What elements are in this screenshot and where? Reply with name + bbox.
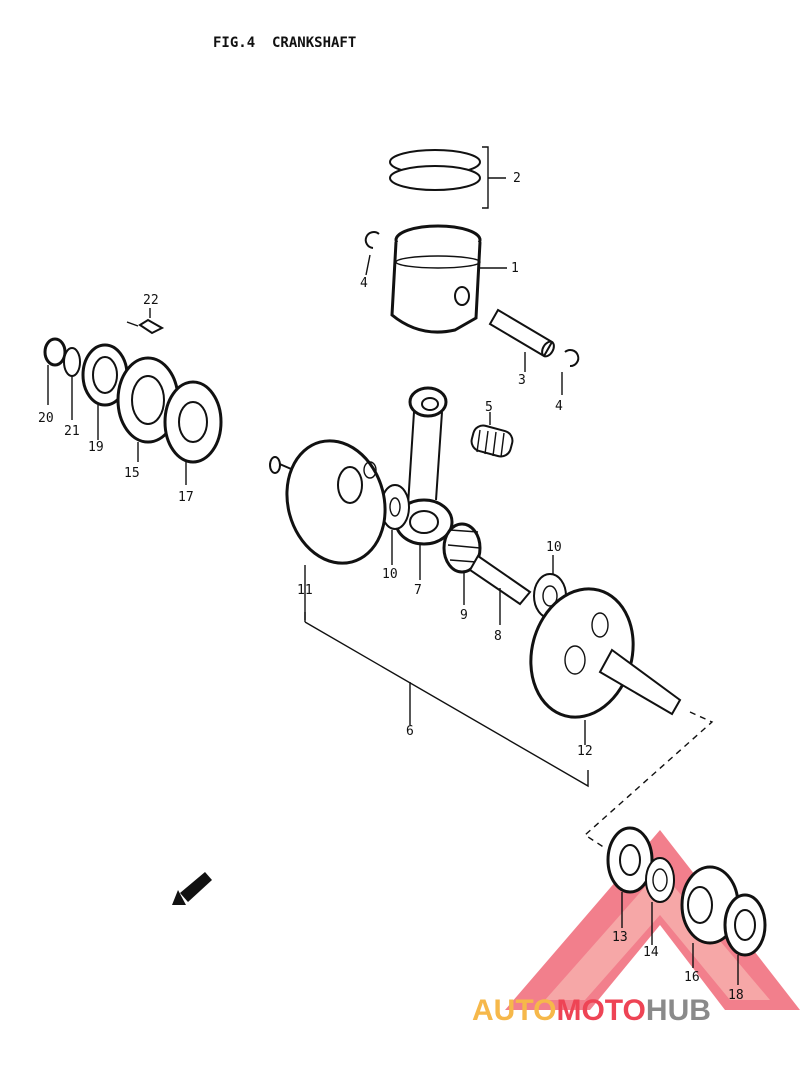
- label-5: 5: [485, 400, 493, 415]
- label-22: 22: [143, 293, 159, 308]
- label-2: 2: [513, 171, 521, 186]
- dashed-connector: [583, 711, 714, 849]
- needle-bearing: [470, 412, 514, 458]
- label-13: 13: [612, 930, 628, 945]
- crank-web-right: [529, 587, 682, 745]
- crank-web-left: [269, 439, 387, 620]
- label-17: 17: [178, 490, 194, 505]
- label-11: 11: [297, 583, 313, 598]
- circlip-left: [364, 231, 380, 249]
- crank-pin: [468, 554, 532, 625]
- figure-title: FIG.4 CRANKSHAFT: [213, 35, 356, 51]
- label-12: 12: [577, 744, 593, 759]
- label-16: 16: [684, 970, 700, 985]
- label-3: 3: [518, 373, 526, 388]
- label-18: 18: [728, 988, 744, 1003]
- thrust-washer-left: [380, 484, 410, 565]
- right-bearing-group: [606, 826, 767, 985]
- watermark-moto: MOTO: [556, 994, 645, 1027]
- circlip-right: [564, 349, 580, 368]
- left-gear-group: [43, 308, 223, 485]
- label-20: 20: [38, 411, 54, 426]
- label-19: 19: [88, 440, 104, 455]
- label-9: 9: [460, 608, 468, 623]
- label-8: 8: [494, 629, 502, 644]
- label-21: 21: [64, 424, 80, 439]
- piston-pin: [488, 308, 555, 372]
- piston: [390, 224, 507, 334]
- label-4-left: 4: [360, 276, 368, 291]
- watermark-text: AUTOMOTOHUB: [472, 994, 711, 1027]
- part-labels: 1 2 3 4 4 5 6 7 8 9 10 10 11 12 13 14 15…: [38, 171, 744, 1003]
- label-6: 6: [406, 724, 414, 739]
- crankpin-bearing: [442, 522, 482, 605]
- direction-arrow-icon: [172, 872, 212, 905]
- label-7: 7: [414, 583, 422, 598]
- label-15: 15: [124, 466, 140, 481]
- watermark-hub: HUB: [646, 994, 711, 1027]
- label-10-right: 10: [546, 540, 562, 555]
- watermark-auto: AUTO: [472, 994, 556, 1027]
- label-4-right: 4: [555, 399, 563, 414]
- piston-rings: [389, 146, 506, 209]
- assembly-bracket: [304, 612, 589, 788]
- label-10-left: 10: [382, 567, 398, 582]
- label-14: 14: [643, 945, 659, 960]
- label-1: 1: [511, 261, 519, 276]
